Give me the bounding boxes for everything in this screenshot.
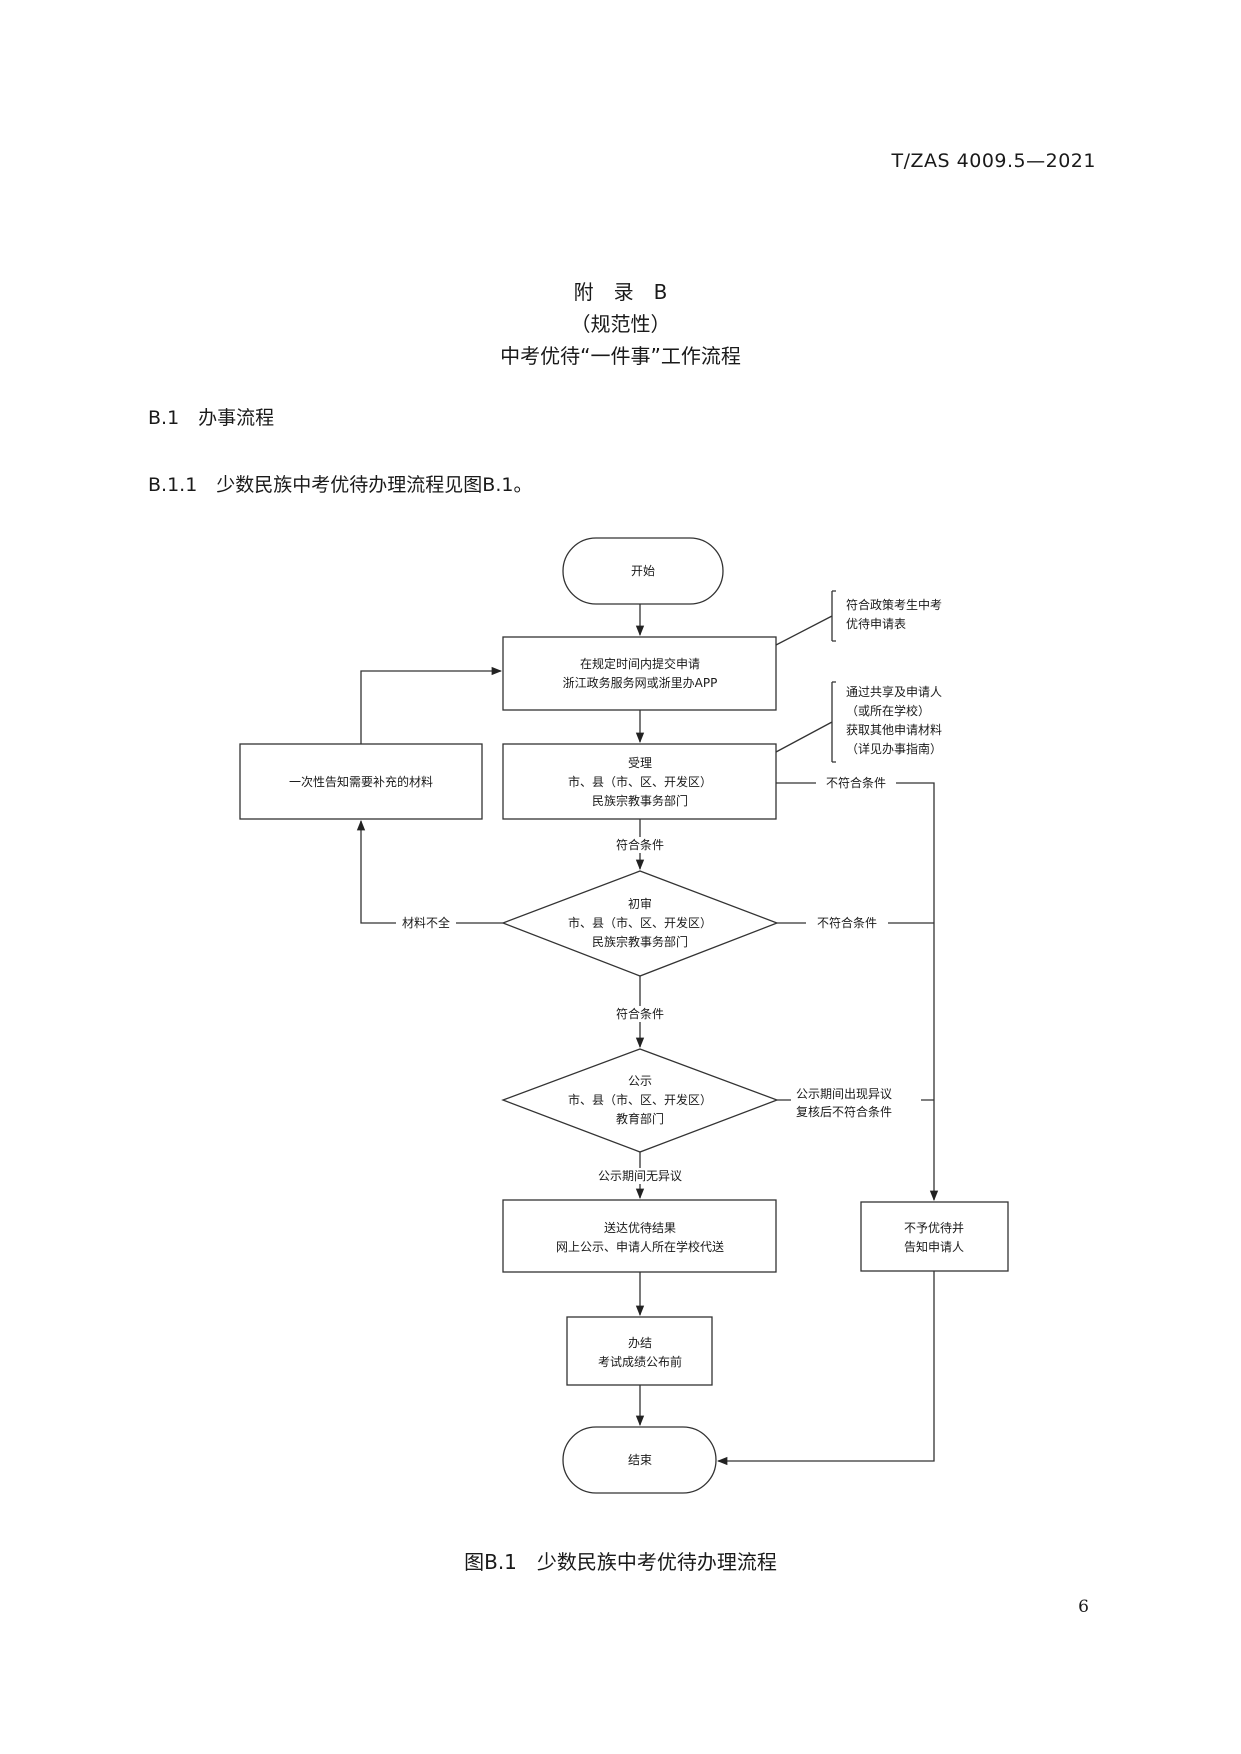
accept-label-1: 受理 xyxy=(628,756,652,770)
review-label-3: 民族宗教事务部门 xyxy=(592,934,688,949)
note-materials-3: 获取其他申请材料 xyxy=(846,723,942,737)
appendix-type: （规范性） xyxy=(570,312,671,336)
done-label-1: 办结 xyxy=(628,1335,652,1350)
note-materials-2: （或所在学校） xyxy=(846,703,930,718)
section-b1-heading: B.1 办事流程 xyxy=(148,407,275,429)
done-node xyxy=(566,1316,713,1386)
edge-label-not-meets-1: 不符合条件 xyxy=(826,775,886,790)
supplement-label: 一次性告知需要补充的材料 xyxy=(289,774,433,789)
end-label: 结束 xyxy=(628,1453,652,1467)
appendix-name: 中考优待“一件事”工作流程 xyxy=(500,344,741,368)
edge-label-objection-2: 复核后不符合条件 xyxy=(796,1104,892,1119)
note-form-2: 优待申请表 xyxy=(846,617,906,631)
appendix-title: 附 录 B xyxy=(573,280,668,304)
deliver-label-2: 网上公示、申请人所在学校代送 xyxy=(556,1239,724,1254)
note-materials-1: 通过共享及申请人 xyxy=(846,684,942,699)
page-number: 6 xyxy=(1078,1597,1089,1617)
standard-number: T/ZAS 4009.5—2021 xyxy=(891,150,1096,172)
deliver-label-1: 送达优待结果 xyxy=(604,1220,676,1235)
edge-label-meets-1: 符合条件 xyxy=(616,837,664,852)
reject-node xyxy=(860,1201,1009,1272)
submit-label-2: 浙江政务服务网或浙里办APP xyxy=(563,675,718,690)
edge-label-objection-1: 公示期间出现异议 xyxy=(796,1087,892,1101)
accept-label-3: 民族宗教事务部门 xyxy=(592,793,688,808)
edge-label-no-objection: 公示期间无异议 xyxy=(598,1169,682,1183)
submit-node xyxy=(502,636,777,711)
deliver-node xyxy=(502,1199,777,1273)
done-label-2: 考试成绩公布前 xyxy=(598,1354,682,1369)
reject-label-2: 告知申请人 xyxy=(904,1240,964,1254)
publicity-label-1: 公示 xyxy=(628,1074,652,1088)
start-label: 开始 xyxy=(631,564,655,578)
section-b11-text: B.1.1 少数民族中考优待办理流程见图B.1。 xyxy=(148,474,533,496)
note-materials-4: （详见办事指南） xyxy=(846,741,942,756)
figure-caption: 图B.1 少数民族中考优待办理流程 xyxy=(464,1550,777,1574)
review-label-2: 市、县（市、区、开发区） xyxy=(568,915,712,930)
review-label-1: 初审 xyxy=(628,896,652,911)
note-materials-bracket xyxy=(775,681,836,763)
submit-label-1: 在规定时间内提交申请 xyxy=(580,656,700,671)
accept-label-2: 市、县（市、区、开发区） xyxy=(568,774,712,789)
edge-label-incomplete: 材料不全 xyxy=(402,915,450,930)
start-node xyxy=(562,537,724,605)
note-form-bracket xyxy=(775,590,836,646)
end-node xyxy=(562,1426,717,1494)
publicity-label-3: 教育部门 xyxy=(616,1111,664,1126)
reject-label-1: 不予优待并 xyxy=(904,1221,964,1235)
note-form-1: 符合政策考生中考 xyxy=(846,597,942,612)
edge-label-not-meets-2: 不符合条件 xyxy=(817,915,877,930)
publicity-label-2: 市、县（市、区、开发区） xyxy=(568,1092,712,1107)
edge-label-meets-2: 符合条件 xyxy=(616,1006,664,1021)
